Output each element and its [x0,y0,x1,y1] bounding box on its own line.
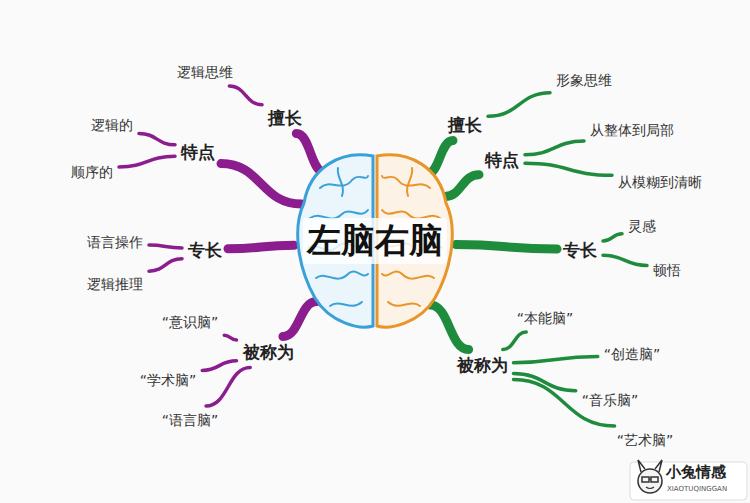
leaf-topic: “学术脑” [136,368,201,392]
topic-text: “创造脑” [604,346,661,364]
leaf-topic: 灵感 [624,214,660,238]
topic-text: 逻辑的 [91,117,133,135]
leaf-topic: 逻辑的 [87,113,137,137]
topic-text: 逻辑思维 [177,64,233,82]
branch-topic: 特点 [481,147,523,174]
topic-text: 从整体到局部 [590,122,674,140]
leaf-topic: 顿悟 [649,258,685,282]
topic-text: “意识脑” [162,314,219,332]
topic-text: 顿悟 [653,262,681,280]
topic-text: 特点 [485,149,519,172]
topic-text: 被称为 [243,341,294,364]
leaf-topic: 语言操作 [83,230,147,254]
topic-text: “本能脑” [517,310,574,328]
watermark-logo [638,460,662,493]
leaf-topic: 逻辑思维 [173,60,237,84]
topic-text: “语言脑” [162,412,219,430]
leaf-topic: “音乐脑” [578,388,643,412]
sub-branch [119,156,175,167]
sub-branch [488,93,550,116]
leaf-topic: “意识脑” [158,310,223,334]
leaf-topic: “艺术脑” [613,428,678,452]
sub-branch [139,133,175,144]
topic-text: 灵感 [628,218,656,236]
branch-topic: 专长 [559,237,601,264]
topic-text: 语言操作 [87,234,143,252]
branch-topic: 特点 [177,139,219,166]
sub-branch [525,163,612,175]
topic-text: “音乐脑” [582,392,639,410]
main-branch [445,175,479,197]
main-branch [430,305,468,349]
sub-branch [206,368,250,407]
topic-text: 擅长 [268,107,302,130]
sub-branch [603,234,622,241]
leaf-topic: 顺序的 [67,160,117,184]
central-topic: 左脑右脑 [290,148,460,335]
topic-text: 擅长 [448,114,482,137]
sub-branch [149,245,182,248]
branch-topic: 专长 [184,237,226,264]
sub-branch [202,361,236,371]
main-branch [283,302,317,337]
topic-text: 特点 [181,141,215,164]
topic-text: 专长 [188,239,222,262]
leaf-topic: “语言脑” [158,408,223,432]
main-branch [221,164,302,205]
topic-text: 左脑右脑 [303,218,447,264]
sub-branch [525,141,584,155]
leaf-topic: 形象思维 [552,68,616,92]
leaf-topic: 逻辑推理 [83,272,147,296]
branch-topic: 被称为 [453,352,512,379]
main-branch [427,141,453,174]
topic-text: 逻辑推理 [87,276,143,294]
leaf-topic: “本能脑” [513,306,578,330]
topic-text: 顺序的 [71,164,113,182]
sub-branch [224,335,236,340]
sub-branch [514,357,598,363]
sub-branch [503,332,526,350]
topic-text: 从模糊到清晰 [618,174,702,192]
sub-branch [229,86,262,105]
watermark-text: 小兔情感 [666,463,726,482]
leaf-topic: “创造脑” [600,342,665,366]
main-branch [296,134,324,173]
branch-topic: 被称为 [239,339,298,366]
branch-topic: 擅长 [264,105,306,132]
topic-text: 专长 [563,239,597,262]
sub-branch [149,259,182,271]
branch-topic: 擅长 [444,112,486,139]
topic-text: “学术脑” [140,372,197,390]
topic-text: 形象思维 [556,72,612,90]
leaf-topic: 从模糊到清晰 [614,170,706,194]
leaf-topic: 从整体到局部 [586,118,678,142]
main-branch [456,245,557,249]
topic-text: 被称为 [457,354,508,377]
main-branch [228,245,294,248]
topic-text: “艺术脑” [617,432,674,450]
sub-branch [603,255,647,265]
watermark-text: XIAOTUQINGGAN [667,485,727,493]
watermark-plate [630,462,747,500]
